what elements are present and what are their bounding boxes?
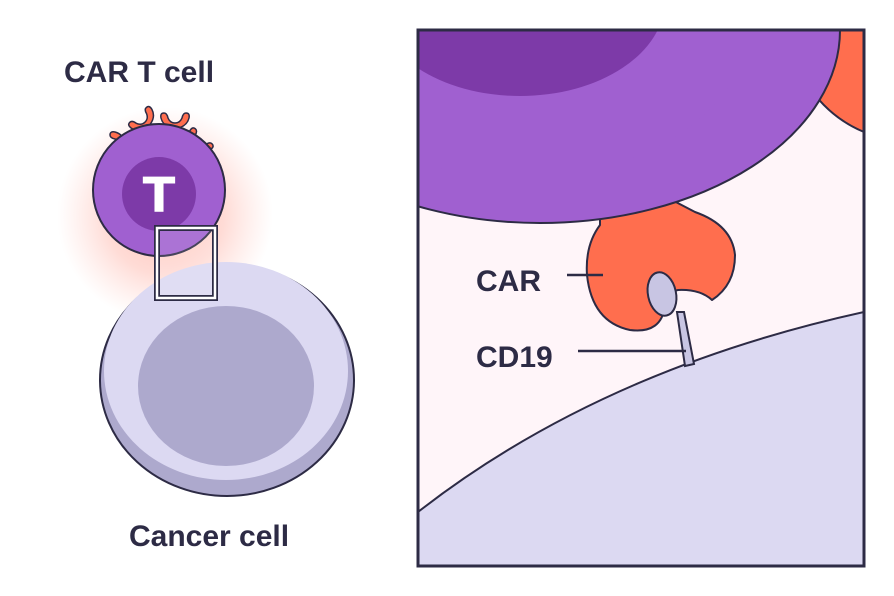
cd19-label: CD19 <box>476 341 553 374</box>
cancer-cell-label: Cancer cell <box>129 520 289 553</box>
zoom-box <box>154 225 218 301</box>
cancer-cell <box>99 262 355 497</box>
cancer-cell-nucleus <box>138 306 314 466</box>
car-t-cell: T <box>92 123 226 257</box>
cancer-cell-membrane <box>418 310 864 566</box>
cd19-antigen <box>646 271 696 368</box>
t-letter: T <box>143 168 176 224</box>
t-cell-nucleus <box>122 157 196 231</box>
car-t-cell-label: CAR T cell <box>64 56 214 89</box>
car-label: CAR <box>476 265 541 298</box>
t-cell-nucleus-zoom <box>418 30 658 96</box>
zoom-panel <box>416 28 866 568</box>
